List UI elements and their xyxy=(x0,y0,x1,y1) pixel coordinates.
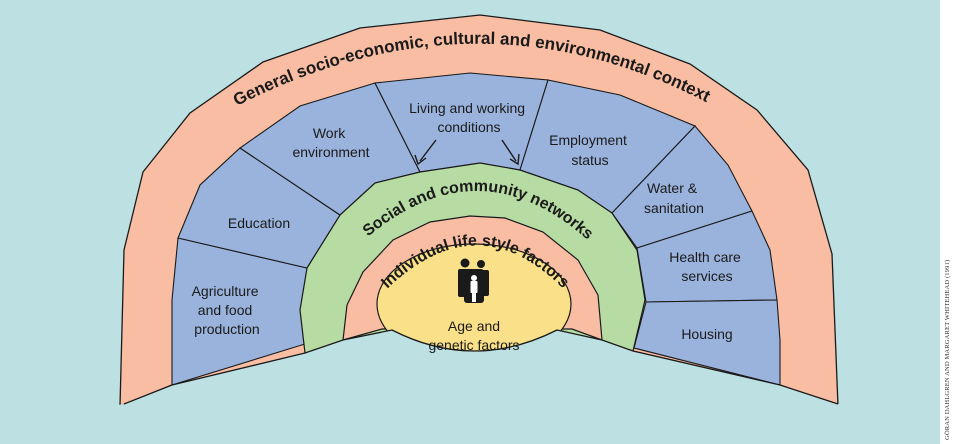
education-label: Education xyxy=(228,215,290,231)
credit-text: GÖRAN DAHLGREN AND MARGARET WHITEHEAD (1… xyxy=(944,259,951,440)
arrow-icon xyxy=(501,139,520,166)
lower-edge xyxy=(123,329,839,405)
agriculture-label: Agriculture and food production xyxy=(192,283,263,337)
segment-labels: Agriculture and food production Educatio… xyxy=(192,100,744,342)
health-care-label: Health care services xyxy=(669,249,744,284)
segments xyxy=(171,72,781,386)
arrow-icon xyxy=(414,139,437,166)
housing-label: Housing xyxy=(681,326,732,342)
living-working-label: Living and working conditions xyxy=(409,100,529,135)
employment-label: Employment status xyxy=(549,132,631,168)
lower-cutout xyxy=(100,330,860,444)
work-environment-label: Work environment xyxy=(292,125,369,160)
segment-housing xyxy=(633,299,781,386)
family-icon xyxy=(458,258,489,303)
core-label-line2: genetic factors xyxy=(428,337,519,353)
core-label-line1: Age and xyxy=(448,318,500,334)
water-sanitation-label: Water & sanitation xyxy=(644,180,704,216)
